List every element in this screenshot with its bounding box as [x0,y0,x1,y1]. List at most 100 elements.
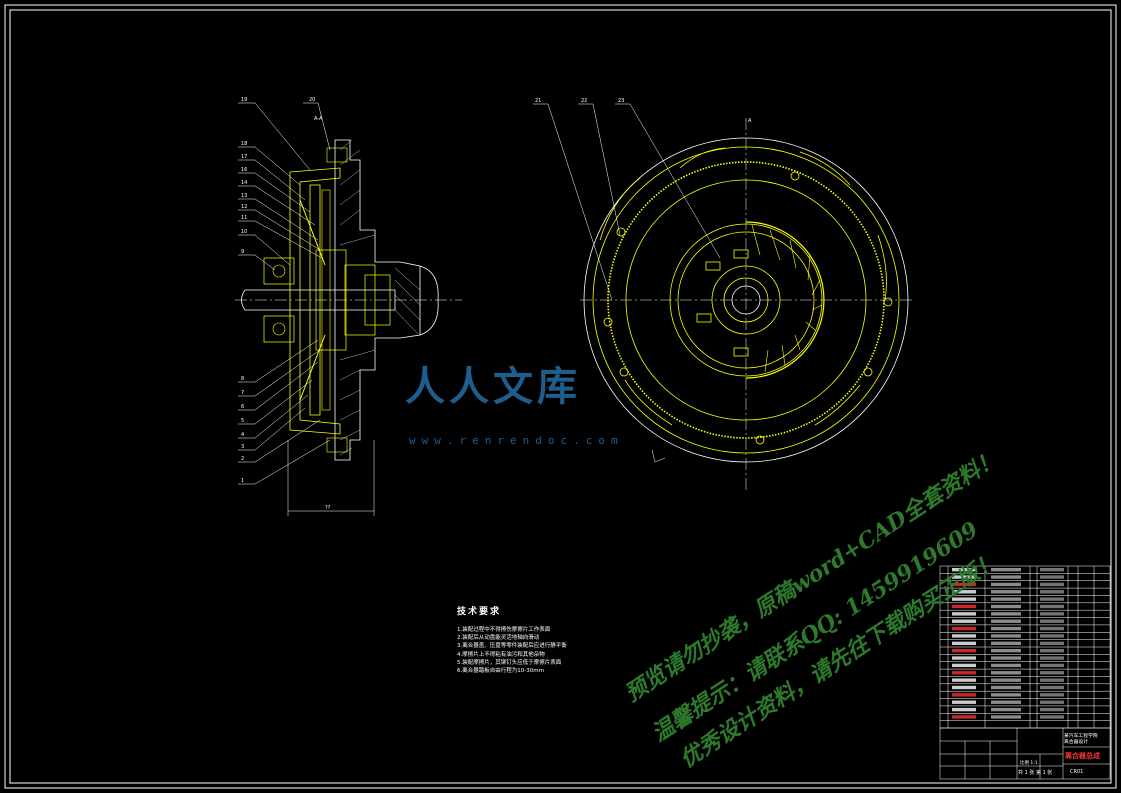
bom-material-cell [1040,700,1064,704]
title-block-scale: 比例 1:1 [1020,761,1038,766]
bom-material-cell [1040,663,1064,668]
svg-text:3: 3 [241,444,244,450]
requirement-item: 6.离合器踏板自由行程为10-30mm [457,668,544,675]
requirement-item: 2.装配后从动盘能灵活地轴向滑动 [457,635,540,642]
svg-text:21: 21 [535,98,541,104]
bom-part-name-cell [991,649,1021,653]
bom-part-name-cell [991,597,1021,601]
svg-text:12: 12 [241,204,247,210]
svg-text:7: 7 [241,390,244,396]
svg-text:19: 19 [241,97,247,103]
bom-table [939,565,1111,729]
bom-material-cell [1040,568,1064,572]
svg-text:22: 22 [581,98,587,104]
bom-part-code-cell [952,575,976,579]
bom-material-cell [1040,678,1064,682]
watermark-url: www.renrendoc.com [409,434,624,447]
bom-material-cell [1040,707,1064,712]
bom-part-code-cell [952,604,976,609]
bom-material-cell [1040,685,1064,690]
svg-text:20: 20 [309,97,315,103]
svg-text:14: 14 [241,180,247,186]
bom-material-cell [1040,597,1064,601]
bom-material-cell [1040,656,1064,660]
requirement-item: 4.摩擦片上不得粘有油污和其他杂物 [457,651,545,658]
bom-material-cell [1040,575,1064,579]
callout-numbers-right: 21 22 23 A [535,98,752,124]
front-view [580,118,915,490]
svg-text:9: 9 [241,249,244,255]
svg-text:??: ?? [325,505,331,511]
bom-part-code-cell [952,700,976,704]
title-block [939,727,1111,780]
bom-part-code-cell [952,693,976,697]
callout-leaders-right [533,103,721,463]
bom-part-name-cell [991,656,1021,660]
bom-material-cell [1040,626,1064,631]
bom-part-name-cell [991,715,1021,719]
bom-material-cell [1040,619,1064,623]
inner-border [9,9,1112,784]
bom-part-name-cell [991,575,1021,579]
bom-part-code-cell [952,590,976,594]
bom-part-name-cell [991,641,1021,645]
bom-material-cell [1040,693,1064,697]
outer-border [4,4,1117,789]
requirement-item: 3.离合器盖、压盘等零件装配后应进行静平衡 [457,643,567,650]
bom-part-code-cell [952,678,976,682]
svg-text:A: A [748,118,752,124]
bom-material-cell [1040,641,1064,645]
svg-text:A-A: A-A [314,116,323,122]
svg-text:17: 17 [241,154,247,160]
bom-fills [952,568,1064,719]
bom-part-code-cell [952,707,976,712]
requirement-item: 5.装配摩擦片，其铆钉头应低于摩擦片表面 [457,659,562,666]
bom-part-code-cell [952,626,976,631]
bom-part-code-cell [952,641,976,645]
bom-material-cell [1040,612,1064,616]
bom-part-code-cell [952,685,976,690]
svg-text:18: 18 [241,141,247,147]
svg-text:5: 5 [241,418,244,424]
title-block-code: CR01 [1070,769,1084,775]
bom-part-code-cell [952,619,976,623]
technical-requirements-list: 1.装配过程中不得擦伤摩擦片工作表面 2.装配后从动盘能灵活地轴向滑动 3.离合… [457,626,567,675]
bom-material-cell [1040,671,1064,675]
svg-text:1: 1 [241,478,244,484]
bom-part-name-cell [991,700,1021,704]
watermark-logo: 人人文库 [405,363,581,410]
svg-text:13: 13 [241,193,247,199]
bom-part-code-cell [952,715,976,719]
bom-part-name-cell [991,612,1021,616]
bom-part-name-cell [991,634,1021,638]
svg-text:16: 16 [241,167,247,173]
bom-part-name-cell [991,671,1021,675]
bom-part-name-cell [991,619,1021,623]
bom-part-name-cell [991,604,1021,609]
bom-part-code-cell [952,582,976,587]
title-block-sheet: 共 1 张 第 1 张 [1018,770,1053,776]
requirement-item: 1.装配过程中不得擦伤摩擦片工作表面 [457,627,551,633]
svg-text:11: 11 [241,215,247,221]
bom-material-cell [1040,715,1064,719]
bom-part-name-cell [991,693,1021,697]
bom-material-cell [1040,604,1064,609]
bom-part-name-cell [991,590,1021,594]
bom-material-cell [1040,634,1064,638]
bom-material-cell [1040,590,1064,594]
title-block-drawing-name: 离合器总成 [1065,752,1100,760]
bom-part-code-cell [952,612,976,616]
svg-text:23: 23 [618,98,624,104]
bom-part-name-cell [991,707,1021,712]
bom-part-code-cell [952,634,976,638]
bom-part-name-cell [991,568,1021,572]
bom-part-name-cell [991,582,1021,587]
bom-part-code-cell [952,671,976,675]
section-view [235,139,462,516]
title-block-school: 某汽车工程学院 离合器设计 [1064,734,1098,745]
svg-text:2: 2 [241,456,244,462]
bom-material-cell [1040,649,1064,653]
bom-part-name-cell [991,678,1021,682]
